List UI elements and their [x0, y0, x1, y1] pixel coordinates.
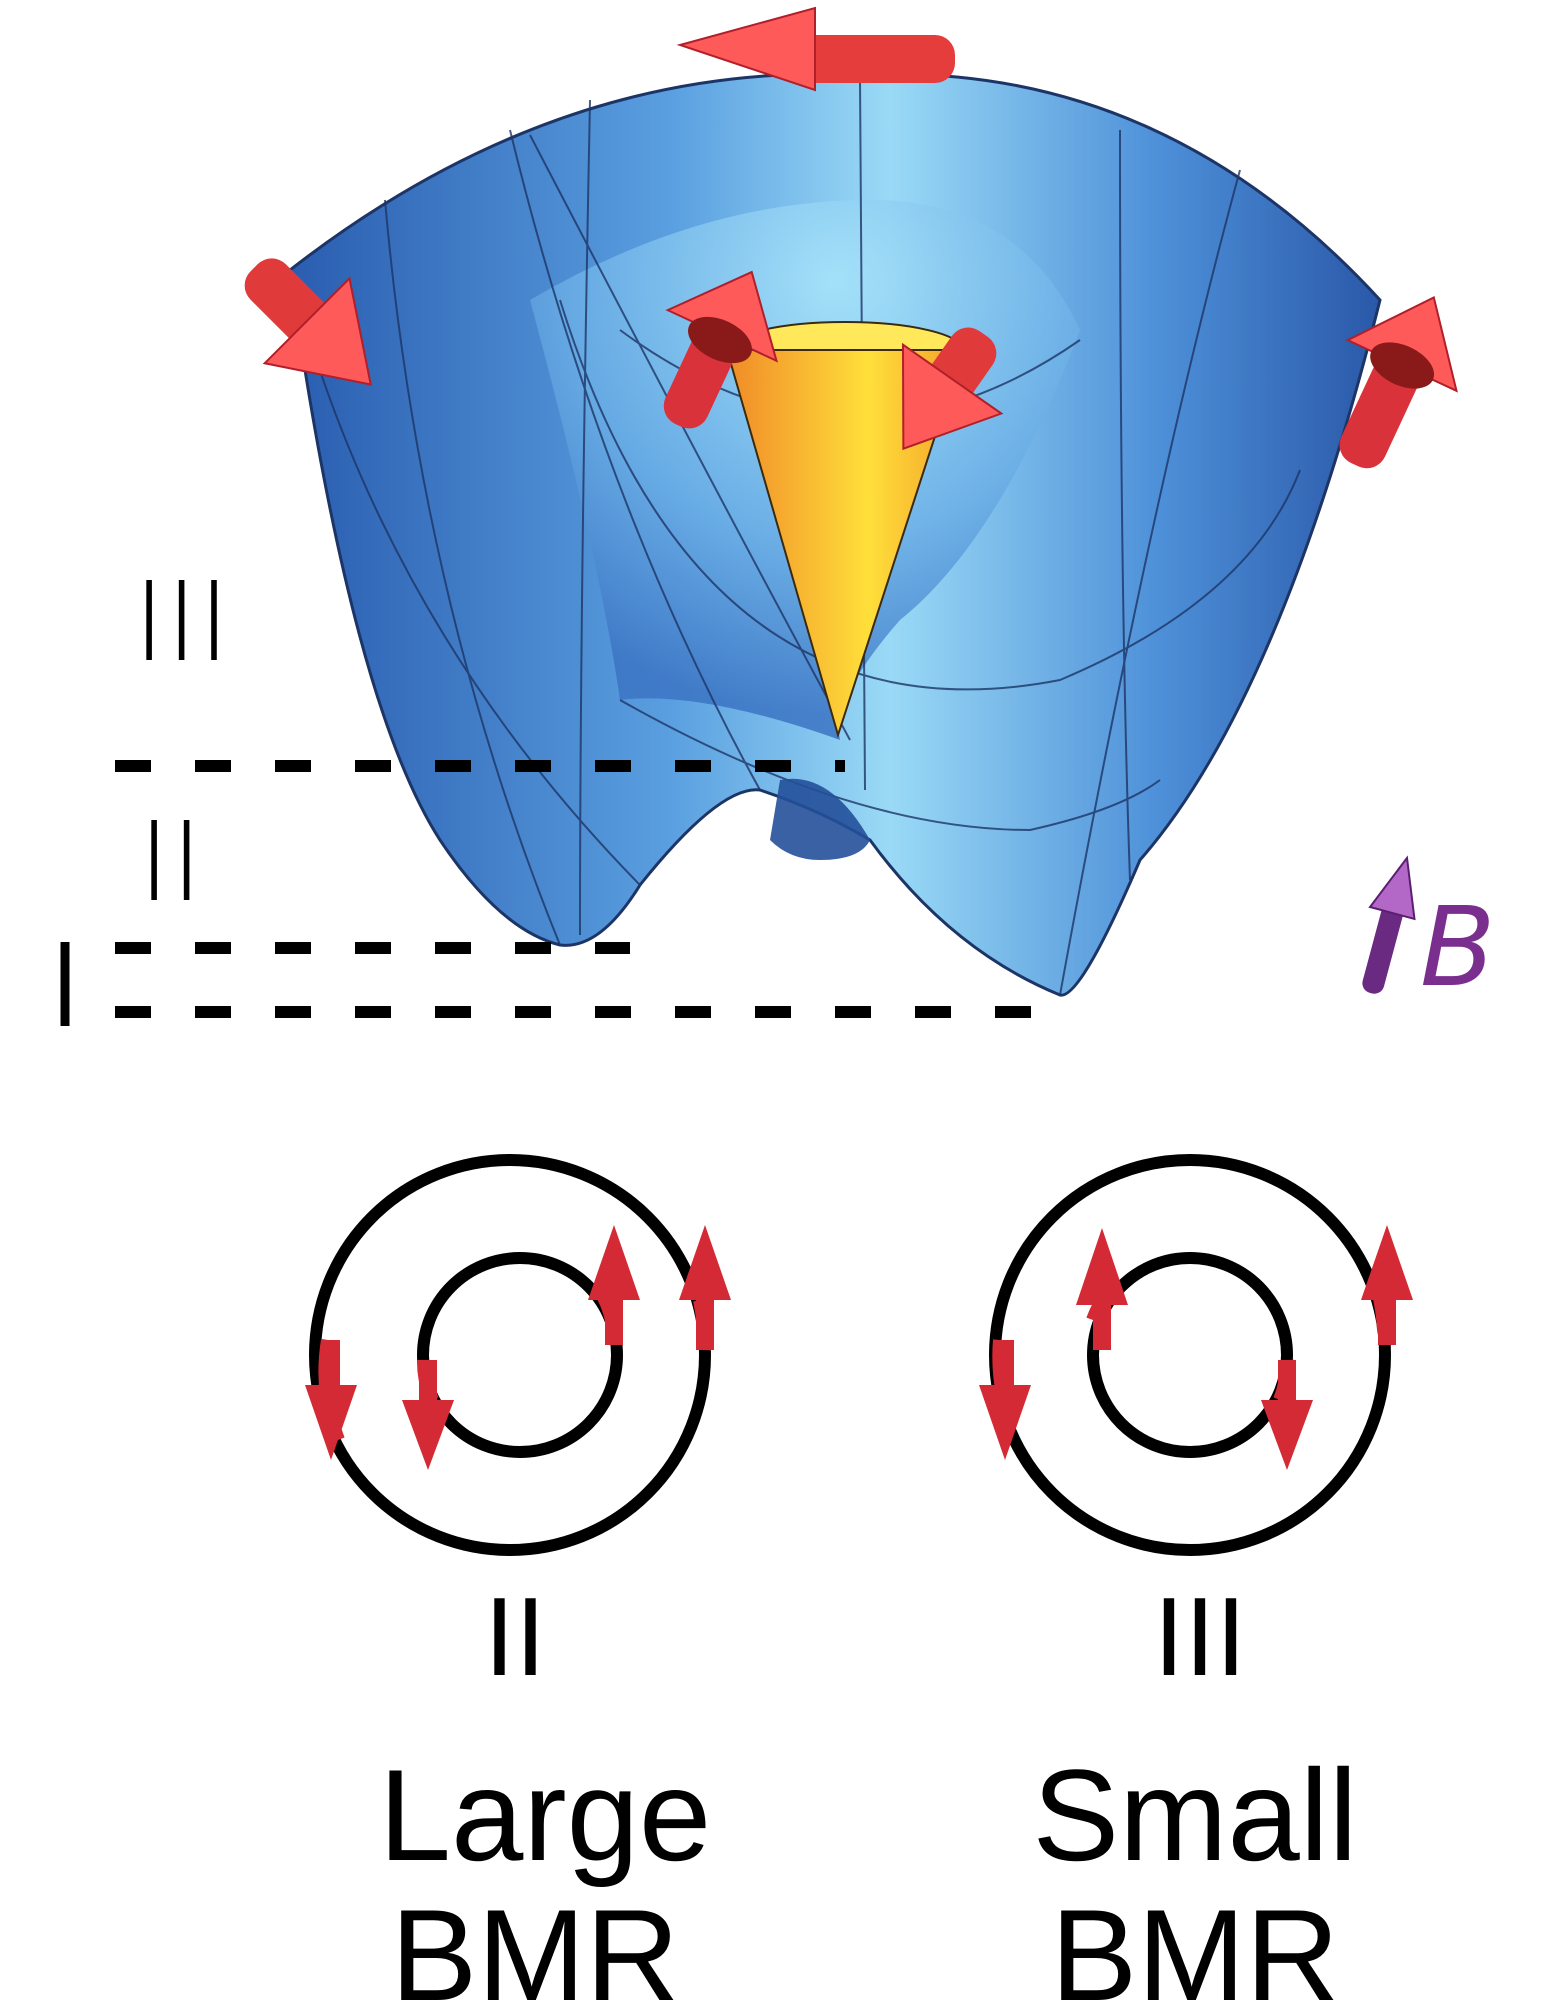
fermi-panel-large — [305, 1154, 731, 1556]
panel-label-large-line1: Large — [379, 1742, 712, 1888]
level-label-3: III — [133, 558, 230, 686]
inner-fermi-circle — [1087, 1252, 1293, 1458]
inner-fermi-circle — [417, 1252, 623, 1458]
energy-level-lines — [60, 760, 1075, 1026]
spin-arrow-up-inner — [588, 1225, 640, 1345]
spin-arrow-up-inner — [1076, 1228, 1128, 1350]
spin-arrow-down-inner — [1261, 1360, 1313, 1470]
outer-fermi-circle — [309, 1154, 711, 1556]
spin-arrow-down-outer — [305, 1340, 357, 1460]
spin-arrow-cone-left — [663, 270, 779, 429]
panel-label-small-line2: BMR — [1051, 1882, 1340, 2012]
spin-arrow-down-outer — [979, 1340, 1031, 1460]
spin-arrow-down-inner — [402, 1360, 454, 1470]
spin-arrows-3d — [244, 6, 1458, 469]
level-label-2: II — [138, 798, 203, 926]
spin-arrow-cone-right — [901, 327, 1004, 451]
panel-roman-large: II — [484, 1578, 546, 1700]
magnetic-field-arrow-icon — [1362, 855, 1416, 994]
panel-label-small-line1: Small — [1032, 1742, 1357, 1888]
spin-arrow-top — [676, 6, 955, 92]
central-dip — [770, 778, 870, 860]
field-symbol: B — [1420, 883, 1495, 1011]
panel-roman-small: III — [1154, 1578, 1247, 1700]
spin-arrow-up-outer — [1361, 1225, 1413, 1345]
outer-fermi-circle — [989, 1154, 1391, 1556]
panel-label-large-line2: BMR — [391, 1882, 680, 2012]
spin-arrow-right — [1339, 296, 1458, 469]
spin-arrow-up-outer — [679, 1225, 731, 1350]
spin-arrow-left — [244, 258, 372, 386]
fermi-panel-small — [979, 1154, 1413, 1556]
